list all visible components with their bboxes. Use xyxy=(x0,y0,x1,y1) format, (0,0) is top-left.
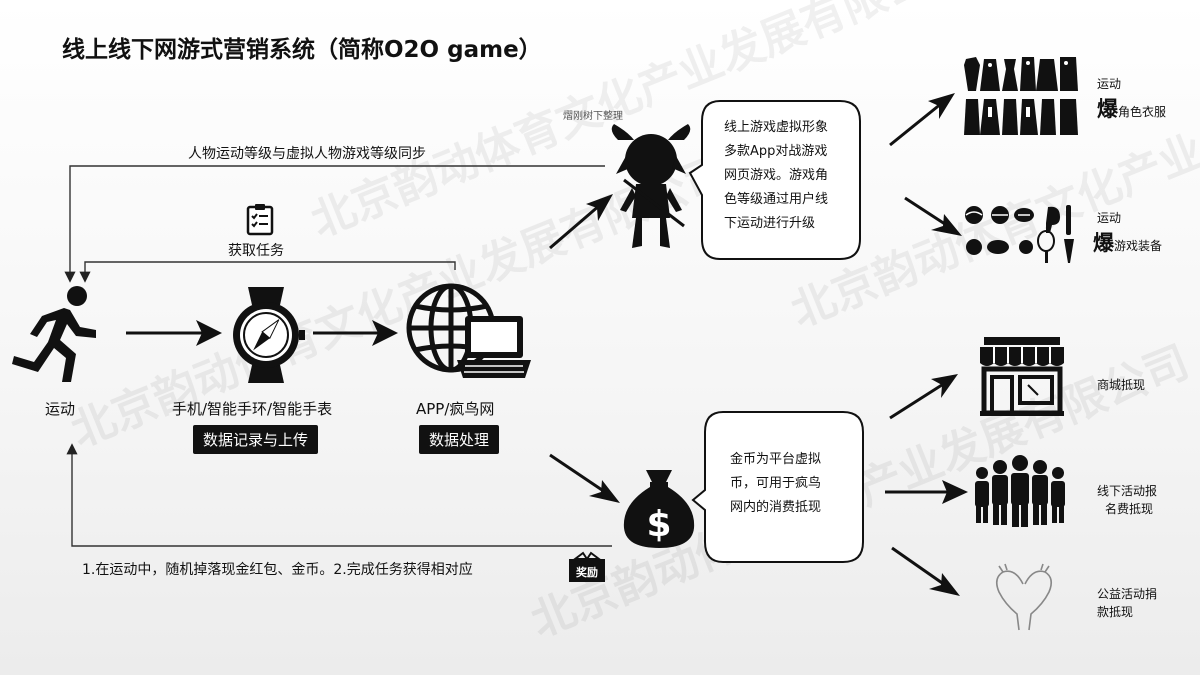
charity-line1: 公益活动捐 xyxy=(1097,587,1158,601)
equip-label: 爆游戏装备 xyxy=(1093,227,1162,257)
mall-label: 商城抵现 xyxy=(1097,378,1146,392)
reward-note: 1.在运动中，随机掉落现金红包、金币。2.完成任务获得相对应 xyxy=(82,562,473,578)
clothes-label: 爆角色衣服 xyxy=(1097,93,1166,123)
device-label: 手机/智能手环/智能手表 xyxy=(172,400,333,418)
charity-line2: 款抵现 xyxy=(1097,605,1134,619)
globe-laptop-icon xyxy=(406,283,531,378)
money-bag-icon: $ xyxy=(623,470,695,548)
clothes-line1: 运动 xyxy=(1097,77,1122,91)
arrow-icon xyxy=(126,320,398,346)
clothes-line2: 角色衣服 xyxy=(1118,105,1167,119)
heart-hands-icon xyxy=(995,563,1053,631)
storefront-icon xyxy=(980,337,1064,416)
level-sync-note: 人物运动等级与虚拟人物游戏等级同步 xyxy=(188,146,426,162)
runner-icon xyxy=(12,286,96,382)
equip-line2: 游戏装备 xyxy=(1114,239,1163,253)
bao-text: 爆 xyxy=(1097,97,1118,121)
group-people-icon xyxy=(975,455,1065,527)
upper-speech-bubble xyxy=(688,100,861,260)
data-upload-tag: 数据记录与上传 xyxy=(193,425,319,454)
lower-speech-bubble xyxy=(691,411,864,563)
offline-line1: 线下活动报 xyxy=(1097,484,1158,498)
bao-text: 爆 xyxy=(1093,231,1114,255)
data-processing-tag: 数据处理 xyxy=(419,425,500,454)
smartwatch-icon xyxy=(233,287,305,383)
sport-label: 运动 xyxy=(45,400,76,418)
clipboard-icon xyxy=(246,204,274,236)
gift-box-icon: 奖励 xyxy=(567,551,607,583)
lower-bubble-text: 金币为平台虚拟 币，可用于疯鸟 网内的消费抵现 xyxy=(730,452,822,515)
app-label: APP/疯鸟网 xyxy=(416,400,495,418)
clothes-icon xyxy=(964,57,1078,135)
equip-line1: 运动 xyxy=(1097,211,1122,225)
reward-label: 奖励 xyxy=(576,566,598,579)
game-character-icon xyxy=(611,124,691,248)
sports-equipment-icon xyxy=(965,205,1074,263)
character-caption: 熠刚树下整理 xyxy=(563,111,623,122)
page-title: 线上线下网游式营销系统（简称O2O game） xyxy=(62,37,542,63)
task-label: 获取任务 xyxy=(228,243,284,259)
upper-bubble-text: 线上游戏虚拟形象 多款App对战游戏 网页游戏。游戏角 色等级通过用户线 下运动… xyxy=(724,120,829,231)
offline-line2: 名费抵现 xyxy=(1105,502,1154,516)
svg-text:$: $ xyxy=(646,504,671,545)
